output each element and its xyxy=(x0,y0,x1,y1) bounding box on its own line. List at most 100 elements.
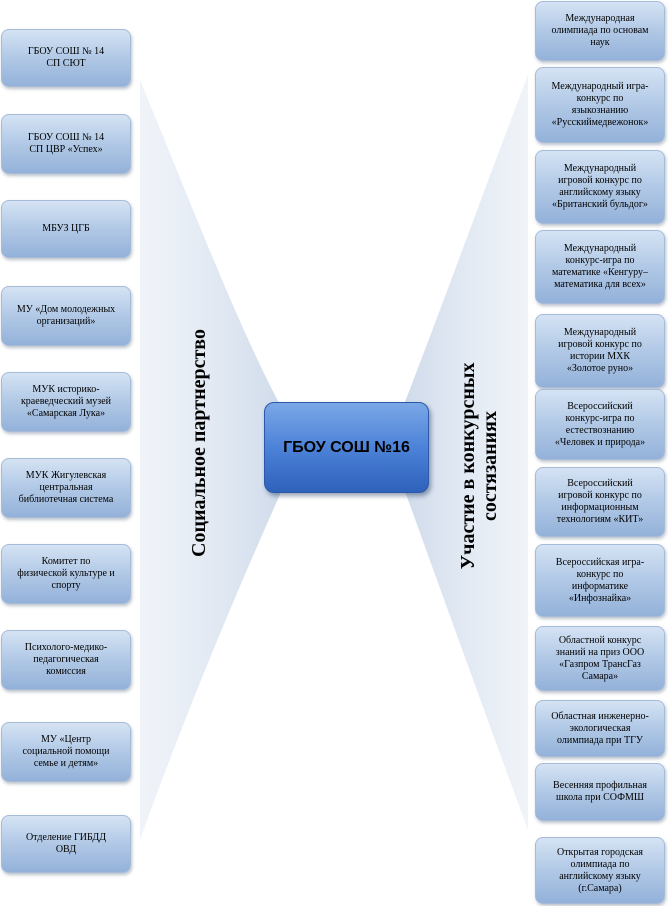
competition-text-line: математике «Кенгуру– xyxy=(551,267,648,278)
partner-text: МБУЗ ЦГБ xyxy=(42,223,90,235)
partner-text-line: МБУЗ ЦГБ xyxy=(42,223,90,234)
competition-text-line: знаний на приз ООО xyxy=(555,646,645,658)
competition-text-line: конкурс по xyxy=(576,93,624,104)
partner-text-line: МУК историко- xyxy=(32,384,100,395)
partner-text-line: «Самарская Лука» xyxy=(26,408,106,419)
competition-text-line: «Британский бульдог» xyxy=(552,199,648,210)
partner-text-line: организаций» xyxy=(36,316,96,327)
partner-text-line: СП СЮТ xyxy=(46,58,86,69)
partner-box: МУК историко-краеведческий музей«Самарск… xyxy=(1,372,131,432)
competitions-label-line-1: Участие в конкурсных xyxy=(457,362,479,570)
partner-text-line: центральная xyxy=(39,482,93,493)
partner-text-line: физической культуре и xyxy=(17,568,115,579)
partner-text-line: комиссия xyxy=(46,666,86,677)
left-fan xyxy=(140,80,300,840)
partner-text: МУК историко-краеведческий музей«Самарск… xyxy=(21,384,111,420)
competition-text-line: «Газпром ТрансГаз xyxy=(559,658,641,670)
competition-text-line: математика для всех» xyxy=(554,279,646,290)
competition-text-line: экологическая xyxy=(569,722,631,734)
competition-text-line: конкурс-игра по xyxy=(565,255,635,266)
competition-text-line: информационным xyxy=(561,502,639,513)
partner-text-line: педагогическая xyxy=(33,654,99,665)
competition-text-line: Всероссийский xyxy=(567,400,633,412)
partner-text-line: ГБОУ СОШ № 14 xyxy=(27,132,105,143)
competition-text-line: «Человек и природа» xyxy=(554,436,646,448)
partner-text-line: краеведческий музей xyxy=(20,396,112,407)
competition-text-line: наук xyxy=(590,37,610,48)
partner-text-line: ГБОУ СОШ № 14 xyxy=(27,46,105,57)
competition-text-line: Всероссийский xyxy=(567,478,633,489)
competition-text-line: английскому языку xyxy=(559,870,641,882)
competition-text-line: олимпиада по основам xyxy=(551,25,649,36)
competition-text-line: информатике xyxy=(571,580,629,592)
competition-text-line: олимпиада по xyxy=(570,858,630,870)
competition-text-line: Весенняя профильная xyxy=(553,780,647,791)
competition-text-line: естествознанию xyxy=(565,424,635,436)
partner-box: МБУЗ ЦГБ xyxy=(1,200,131,258)
competition-text-line: игровой конкурс по xyxy=(558,490,642,501)
competition-text-line: английскому языку xyxy=(559,187,641,198)
center-school-label: ГБОУ СОШ №16 xyxy=(283,438,410,456)
competition-text-line: Международный xyxy=(563,243,637,254)
competition-text-line: конкурс по xyxy=(576,568,624,580)
competition-text-line: истории МХК xyxy=(569,351,630,362)
competition-text-line: Всероссийская игра- xyxy=(555,556,645,568)
partner-text-line: МУК Жигулевская xyxy=(25,470,107,481)
competition-text-line: Международный xyxy=(563,327,637,338)
competition-text-line: Областная инженерно- xyxy=(551,710,649,722)
competition-text-line: Международная xyxy=(565,13,635,24)
competition-text-line: Международный игра- xyxy=(551,81,649,92)
partner-text-line: библиотечная система xyxy=(18,494,114,505)
competition-text-line: Открытая городская xyxy=(556,846,644,858)
partner-text-line: семье и детям» xyxy=(33,758,99,769)
right-fan xyxy=(390,75,528,830)
partner-text-line: Психолого-медико- xyxy=(24,642,108,653)
center-school-box: ГБОУ СОШ №16 xyxy=(264,402,429,493)
competition-text-line: «Золотое руно» xyxy=(566,363,634,374)
competition-text-line: игровой конкурс по xyxy=(558,339,642,350)
competition-text-line: технологиям «КИТ» xyxy=(556,514,644,525)
partner-text-line: ОВД xyxy=(55,844,77,855)
partner-text-line: Отделение ГИБДД xyxy=(25,832,107,843)
competitions-label-line-2: состязаниях xyxy=(479,410,501,522)
competition-text-line: (г.Самара) xyxy=(578,882,622,894)
competition-text-line: языкознанию xyxy=(571,105,629,116)
competition-text-line: Международный xyxy=(563,163,637,174)
competition-text-line: олимпиада при ТГУ xyxy=(557,734,643,746)
competition-text-line: школа при СОФМШ xyxy=(556,792,644,803)
partner-text-line: спорту xyxy=(51,580,81,591)
social-partnership-label: Социальное партнерство xyxy=(188,329,210,557)
